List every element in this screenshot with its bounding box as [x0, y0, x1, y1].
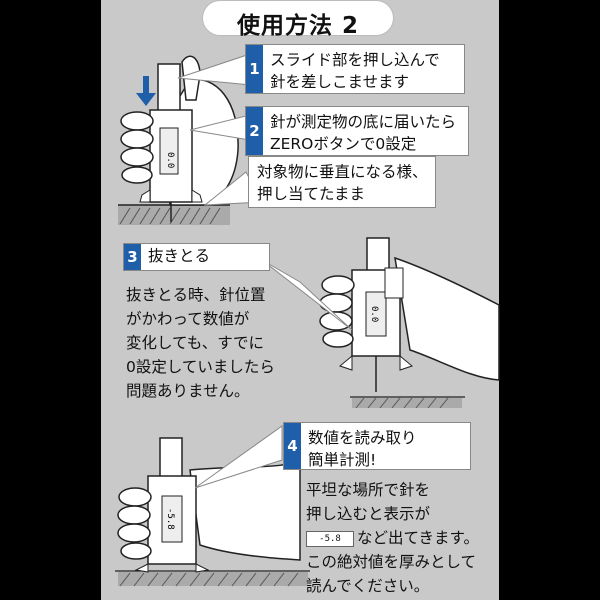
step-1-text: スライド部を押し込んで 針を差しこませます	[270, 51, 440, 91]
gauge-illustration-1	[118, 55, 239, 225]
step-1-number: 1	[246, 45, 263, 93]
title-pill: 使用方法 2	[203, 1, 393, 39]
lcd-reading-chip: -5.8	[306, 530, 354, 547]
step-4-note-after: この絶対値を厚みとして 読んでください。	[306, 553, 477, 595]
step-3-text: 抜きとる	[148, 247, 211, 265]
hold-note-text: 対象物に垂直になる様、 押し当てたまま	[257, 163, 428, 203]
step-3-callout: 3 抜きとる	[123, 243, 270, 271]
step-2-text: 針が測定物の底に届いたら ZEROボタンで0設定	[270, 113, 457, 153]
step-3-number: 3	[124, 244, 141, 270]
hold-note-callout: 対象物に垂直になる様、 押し当てたまま	[248, 156, 436, 208]
step-4-note-chip-suffix: など出てきます。	[357, 529, 479, 547]
step-1-callout: 1 スライド部を押し込んで 針を差しこませます	[245, 44, 465, 94]
step-2-number: 2	[246, 107, 263, 155]
step-3-note: 抜きとる時、針位置 がかわって数値が 変化しても、すでに 0設定していましたら …	[126, 286, 275, 400]
gauge-illustration-2	[319, 237, 500, 409]
step-4-callout: 4 数値を読み取り 簡単計測!	[283, 422, 471, 470]
gauge-readout-2: 0.0	[369, 306, 379, 322]
page-title: 使用方法 2	[236, 13, 359, 39]
step-4-number: 4	[284, 423, 301, 469]
gauge-readout-3: -5.8	[165, 508, 175, 530]
step-4-text: 数値を読み取り 簡単計測!	[308, 429, 417, 469]
step-2-callout: 2 針が測定物の底に届いたら ZEROボタンで0設定	[245, 106, 469, 156]
step-4-note-before: 平坦な場所で針を 押し込むと表示が	[306, 481, 431, 523]
gauge-illustration-3	[115, 437, 310, 587]
gauge-readout-1: 0.0	[165, 152, 175, 168]
